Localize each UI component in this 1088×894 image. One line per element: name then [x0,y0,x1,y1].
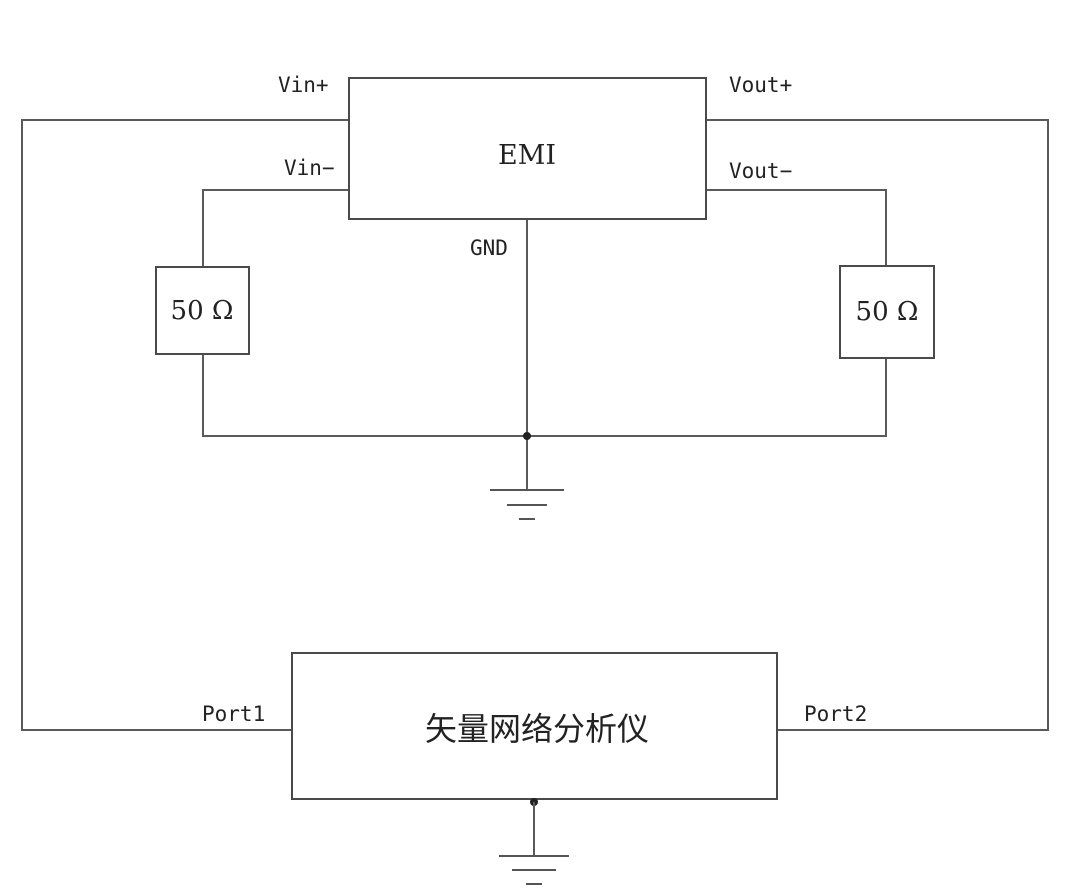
analyzer-label: 矢量网络分析仪 [425,710,649,748]
ground-icon [490,489,564,520]
wire-vout-minus-to-right-resistor [706,189,887,266]
ground-icon [499,855,569,885]
left-resistor-label: 50 Ω [171,296,234,326]
vin-plus-label: Vin+ [278,73,329,97]
vin-minus-label: Vin− [284,156,335,180]
wire-right-resistor-to-node [527,358,887,437]
junction-node [523,432,531,440]
vector-network-analyzer-box [291,652,778,800]
right-resistor [839,265,935,359]
port1-label: Port1 [202,702,265,726]
vout-plus-label: Vout+ [729,73,792,97]
emi-box [348,77,707,220]
emi-label: EMI [498,140,556,171]
gnd-label: GND [470,236,508,260]
wire-vout-plus-to-port2 [706,119,1049,731]
wire-vin-minus-to-left-resistor [202,189,349,267]
right-resistor-label: 50 Ω [856,297,919,327]
vout-minus-label: Vout− [729,159,792,183]
wire-vin-plus-to-port1 [21,119,349,731]
port2-label: Port2 [804,702,867,726]
wire-left-resistor-to-node [202,354,527,437]
left-resistor [155,266,250,355]
